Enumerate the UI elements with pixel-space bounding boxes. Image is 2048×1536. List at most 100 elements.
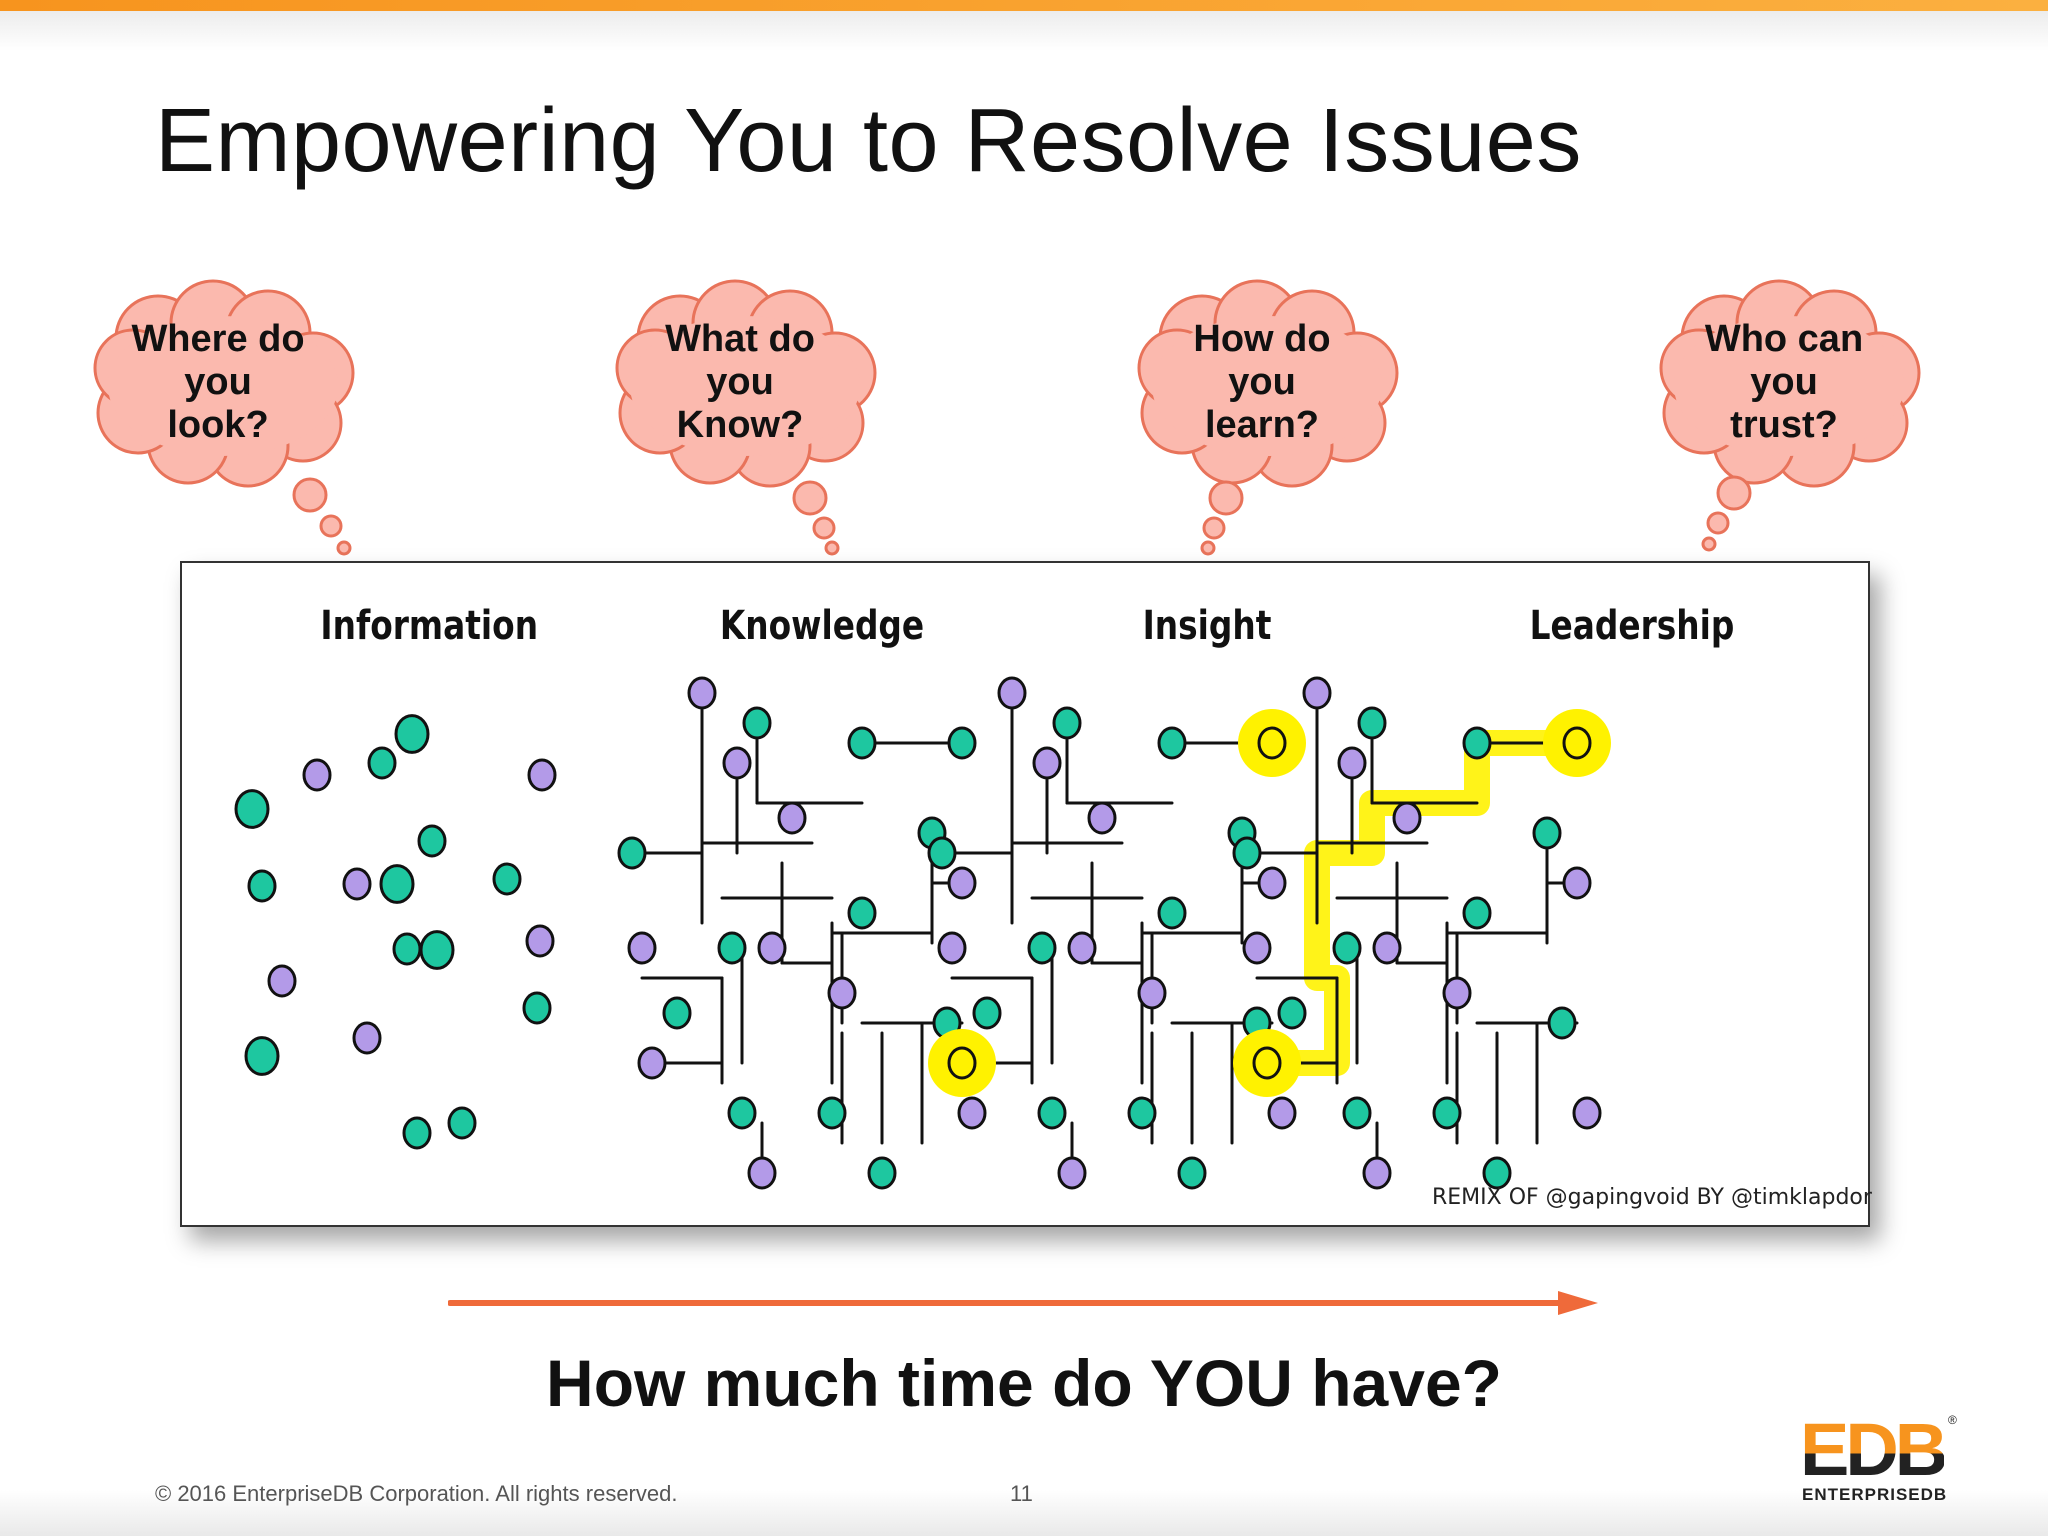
network-node [417,824,447,858]
network-node [717,931,747,965]
network-node [1572,1096,1602,1130]
edb-logo: EDB ® ENTERPRISEDB [1800,1408,1960,1505]
network-node [937,931,967,965]
cloud-line: How do [1193,318,1331,360]
network-node [1257,866,1287,900]
network-node [1242,931,1272,965]
network-node [1277,996,1307,1030]
cloud-line: Know? [676,404,804,446]
bottom-gradient [0,1490,2048,1536]
network-node [1157,726,1187,760]
network-illustration [234,676,1611,1190]
network-node [722,746,752,780]
network-node [527,758,557,792]
network-node [1532,816,1562,850]
network-node [1392,801,1422,835]
network-node [662,996,692,1030]
network-node [247,869,277,903]
network-node [1562,726,1592,760]
network-node [727,1096,757,1130]
copyright-text: © 2016 EnterpriseDB Corporation. All rig… [155,1481,678,1506]
cloud-line: you [1228,361,1296,403]
network-node [1257,726,1287,760]
thought-cloud-who: Who can you trust? [1654,278,1954,552]
cloud-line: you [706,361,774,403]
network-node [1067,931,1097,965]
cloud-line: you [184,361,252,403]
network-node [1442,976,1472,1010]
network-node [947,866,977,900]
network-node [1562,866,1592,900]
network-node [1547,1006,1577,1040]
network-node [1432,1096,1462,1130]
top-accent-bar [0,0,2048,11]
cloud-line: you [1750,361,1818,403]
network-node [1332,931,1362,965]
network-node [1462,896,1492,930]
network-node [1057,1156,1087,1190]
network-node [379,864,415,904]
network-node [1127,1096,1157,1130]
network-node [1302,676,1332,710]
network-node [817,1096,847,1130]
thought-cloud-icon [93,279,355,556]
network-node [947,1046,977,1080]
network-node [367,746,397,780]
cloud-line: Where do [131,318,305,360]
network-node [1362,1156,1392,1190]
thought-cloud-how: How do you learn? [1132,278,1432,556]
network-node [847,726,877,760]
network-node [1177,1156,1207,1190]
network-node [777,801,807,835]
network-node [244,1036,280,1076]
network-node [627,931,657,965]
leadership-path [1254,730,1590,1076]
thought-cloud-icon [615,279,877,556]
network-node [1037,1096,1067,1130]
network-node [1372,931,1402,965]
network-node [747,1156,777,1190]
network-node [687,676,717,710]
thought-cloud-what: What do you Know? [610,278,910,556]
cloud-line: Who can [1704,318,1864,360]
network-node [1137,976,1167,1010]
network-node [617,836,647,870]
network-node [394,714,430,754]
network-node [757,931,787,965]
network-node [1087,801,1117,835]
network-node [1337,746,1367,780]
network-node [1342,1096,1372,1130]
network-node [827,976,857,1010]
thought-cloud-where: Where do you look? [88,278,388,556]
network-node [492,862,522,896]
network-node [637,1046,667,1080]
progress-arrow-icon [448,1291,1598,1315]
logo-registered: ® [1948,1413,1957,1427]
illustration-panel: Information Knowledge Insight Leadership… [180,561,1872,1227]
stage-label-information: Information [320,603,539,649]
logo-wordmark: ENTERPRISEDB [1802,1485,1948,1504]
network-node [1462,726,1492,760]
network-node [1232,836,1262,870]
network-node [1482,1156,1512,1190]
thought-cloud-icon [1659,279,1921,552]
time-question: How much time do YOU have? [546,1346,1502,1420]
network-node [947,726,977,760]
network-node [1027,931,1057,965]
network-node [957,1096,987,1130]
network-node [927,836,957,870]
cloud-line: trust? [1730,404,1838,446]
stage-label-leadership: Leadership [1529,603,1735,649]
page-number: 11 [1010,1481,1033,1506]
network-node [525,924,555,958]
stage-label-knowledge: Knowledge [719,603,925,649]
network-node [419,930,455,970]
network-node [234,789,270,829]
cloud-line: look? [167,404,269,446]
network-node [1267,1096,1297,1130]
network-node [447,1106,477,1140]
thought-cloud-icon [1137,279,1399,556]
top-gradient [0,11,2048,51]
network-node [352,1021,382,1055]
logo-mark: EDB [1800,1408,1948,1491]
